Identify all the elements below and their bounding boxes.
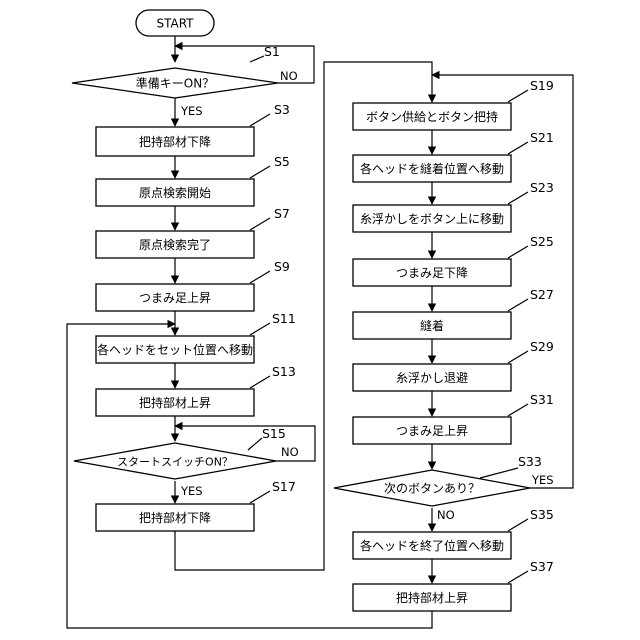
start-label: START <box>156 17 194 31</box>
step-id-s23: S23 <box>530 180 554 195</box>
step-s15: スタートスイッチON？ S15 <box>74 426 286 479</box>
leader-s27 <box>508 299 528 311</box>
step-id-s21: S21 <box>530 130 554 145</box>
step-id-s19: S19 <box>530 78 554 93</box>
leader-s33 <box>480 468 518 478</box>
step-s37: 把持部材上昇 S37 <box>353 559 554 611</box>
process-s13-text: 把持部材上昇 <box>139 395 211 410</box>
leader-s13 <box>250 376 270 388</box>
leader-s17 <box>250 491 270 503</box>
process-s3-text: 把持部材下降 <box>139 134 211 149</box>
step-id-s33: S33 <box>518 454 542 469</box>
process-s31-text: つまみ足上昇 <box>396 424 468 438</box>
step-id-s37: S37 <box>530 559 554 574</box>
leader-s15 <box>248 438 262 450</box>
step-id-s31: S31 <box>530 392 554 407</box>
process-s7-text: 原点検索完了 <box>139 237 211 252</box>
step-id-s27: S27 <box>530 287 554 302</box>
leader-s29 <box>508 351 528 363</box>
leader-s23 <box>508 192 528 204</box>
step-s25: つまみ足下降 S25 <box>353 234 554 286</box>
leader-s25 <box>508 246 528 258</box>
leader-s7 <box>250 218 270 230</box>
process-s17-text: 把持部材下降 <box>139 510 211 525</box>
step-s11: 各ヘッドをセット位置へ移動 S11 <box>96 311 296 363</box>
step-id-s35: S35 <box>530 507 554 522</box>
step-s29: 糸浮かし退避 S29 <box>353 339 554 391</box>
step-id-s9: S9 <box>274 259 290 274</box>
branch-s15-no: NO <box>281 445 299 459</box>
step-id-s1: S1 <box>264 44 280 59</box>
step-s1: 準備キーON？ S1 <box>72 44 280 98</box>
leader-s3 <box>250 114 270 126</box>
step-id-s29: S29 <box>530 339 554 354</box>
step-id-s25: S25 <box>530 234 554 249</box>
branch-s33-no: NO <box>437 508 455 522</box>
branch-s1-no: NO <box>280 69 298 83</box>
process-s27-text: 縫着 <box>420 318 444 333</box>
decision-s15-text: スタートスイッチON？ <box>117 456 233 469</box>
leader-s21 <box>508 142 528 154</box>
step-s33: 次のボタンあり？ S33 <box>334 454 542 506</box>
process-s19-text: ボタン供給とボタン把持 <box>366 109 498 124</box>
step-id-s3: S3 <box>274 102 290 117</box>
step-s9: つまみ足上昇 S9 <box>96 259 290 311</box>
step-s31: つまみ足上昇 S31 <box>353 392 554 444</box>
step-s5: 原点検索開始 S5 <box>96 154 290 206</box>
start-terminal: START <box>136 10 214 36</box>
step-s27: 縫着 S27 <box>353 287 554 339</box>
process-s9-text: つまみ足上昇 <box>139 291 211 305</box>
branch-s15-yes: YES <box>180 484 203 498</box>
step-id-s17: S17 <box>272 479 296 494</box>
leader-s35 <box>508 519 528 531</box>
process-s5-text: 原点検索開始 <box>139 186 211 200</box>
branch-s33-yes: YES <box>531 473 554 487</box>
branch-s1-yes: YES <box>180 104 203 118</box>
step-s19: ボタン供給とボタン把持 S19 <box>353 78 554 130</box>
leader-s9 <box>250 271 270 283</box>
process-s37-text: 把持部材上昇 <box>396 590 468 605</box>
leader-s37 <box>508 571 528 583</box>
process-s21-text: 各ヘッドを縫着位置へ移動 <box>360 161 504 176</box>
leader-s19 <box>508 90 528 102</box>
process-s29-text: 糸浮かし退避 <box>396 371 468 385</box>
step-id-s13: S13 <box>272 364 296 379</box>
process-s25-text: つまみ足下降 <box>396 266 468 280</box>
step-s13: 把持部材上昇 S13 <box>96 364 296 416</box>
step-s23: 糸浮かしをボタン上に移動 S23 <box>353 180 554 232</box>
process-s35-text: 各ヘッドを終了位置へ移動 <box>360 538 504 553</box>
step-id-s15: S15 <box>262 426 286 441</box>
step-id-s5: S5 <box>274 154 290 169</box>
leader-s5 <box>250 166 270 178</box>
decision-s33-text: 次のボタンあり？ <box>384 482 480 496</box>
process-s11-text: 各ヘッドをセット位置へ移動 <box>97 342 253 357</box>
process-s23-text: 糸浮かしをボタン上に移動 <box>360 212 504 226</box>
decision-s1-text: 準備キーON？ <box>136 76 214 91</box>
step-id-s7: S7 <box>274 206 290 221</box>
leader-s1 <box>250 56 264 62</box>
step-s7: 原点検索完了 S7 <box>96 206 290 258</box>
step-s21: 各ヘッドを縫着位置へ移動 S21 <box>353 130 554 182</box>
leader-s11 <box>250 323 270 335</box>
leader-s31 <box>508 404 528 416</box>
step-id-s11: S11 <box>272 311 296 326</box>
